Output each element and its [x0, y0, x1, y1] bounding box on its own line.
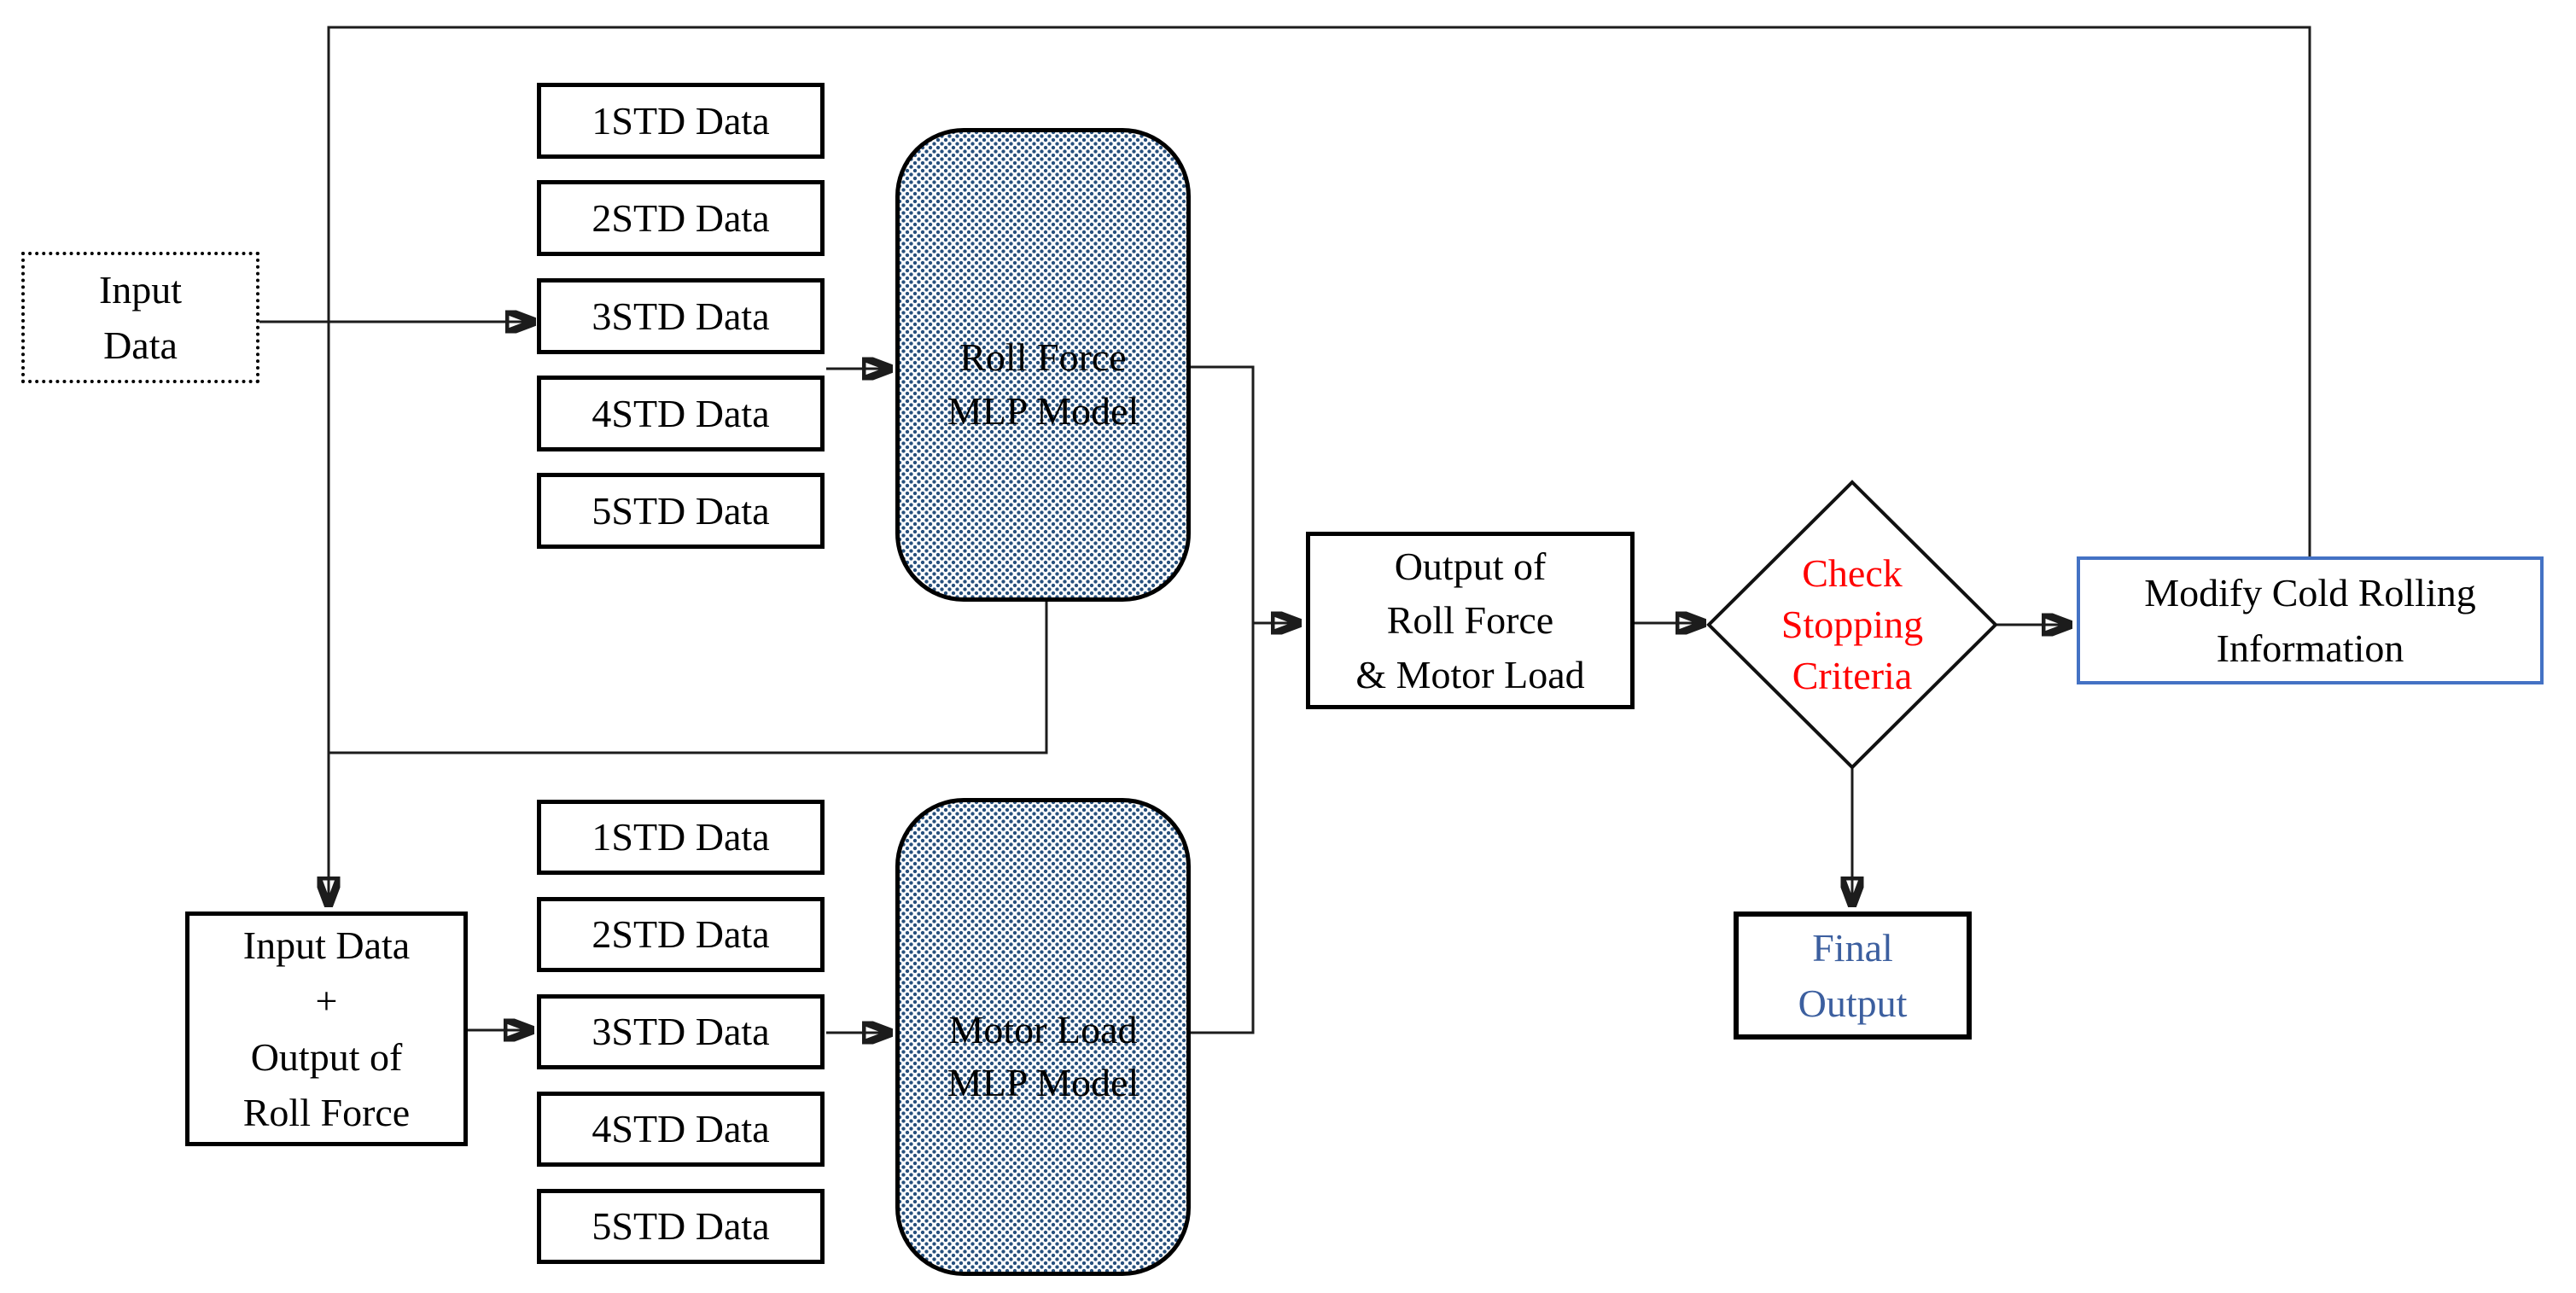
combine-label-line: + [315, 979, 338, 1023]
modify-label-line: Information [2216, 626, 2404, 670]
std-box-lower-1: 1STD Data [537, 800, 825, 875]
edge-rollforce-to-output [1191, 365, 1299, 623]
decision-label-line: Criteria [1792, 653, 1913, 697]
motor-load-model-label-line: Motor Load [948, 1007, 1138, 1051]
output-label-line: Roll Force [1386, 598, 1554, 643]
combine-label-line: Output of [250, 1034, 403, 1079]
motor-load-model-label-line: MLP Model [947, 1061, 1139, 1104]
std-box-label: 2STD Data [592, 912, 770, 957]
output-label-line: & Motor Load [1355, 652, 1585, 696]
decision-label-line: Stopping [1780, 603, 1924, 647]
final-output-label-line: Final [1812, 925, 1893, 970]
std-box-label: 4STD Data [592, 391, 770, 435]
input-data-node: Input Data [21, 252, 259, 383]
edge-modify-feedback-to-combine [329, 26, 2311, 905]
input-data-label-line: Data [103, 323, 178, 367]
std-box-lower-2: 2STD Data [537, 897, 825, 972]
edge-motorload-to-output [1191, 623, 1255, 1034]
decision-label-line: Check [1802, 551, 1903, 596]
combine-label-line: Input Data [242, 923, 411, 967]
roll-force-mlp-model-node: Roll Force MLP Model [895, 128, 1191, 602]
std-box-upper-2: 2STD Data [537, 180, 825, 256]
decision-diamond-shape [1706, 480, 1998, 770]
std-box-upper-1: 1STD Data [537, 83, 825, 159]
check-stopping-criteria-node: Check Stopping Criteria [1741, 546, 1963, 703]
output-label-line: Output of [1394, 544, 1547, 588]
modify-cold-rolling-node: Modify Cold Rolling Information [2077, 556, 2544, 684]
std-box-lower-5: 5STD Data [537, 1189, 825, 1264]
std-box-label: 4STD Data [592, 1107, 770, 1151]
std-box-upper-3: 3STD Data [537, 278, 825, 354]
std-box-label: 3STD Data [592, 1010, 770, 1054]
std-box-label: 2STD Data [592, 195, 770, 240]
final-output-node: Final Output [1734, 912, 1972, 1040]
std-box-label: 5STD Data [592, 1204, 770, 1249]
combine-label-line: Roll Force [242, 1090, 411, 1134]
final-output-label-line: Output [1798, 981, 1908, 1025]
combine-input-rollforce-node: Input Data + Output of Roll Force [185, 912, 468, 1146]
std-box-label: 1STD Data [592, 815, 770, 859]
output-rollforce-motorload-node: Output of Roll Force & Motor Load [1306, 532, 1635, 709]
roll-force-model-label-line: Roll Force [959, 335, 1127, 380]
std-box-label: 5STD Data [592, 488, 770, 533]
std-box-upper-5: 5STD Data [537, 473, 825, 549]
modify-label-line: Modify Cold Rolling [2144, 570, 2476, 614]
roll-force-model-label-line: MLP Model [947, 388, 1139, 433]
input-data-label-line: Input [98, 267, 183, 312]
std-box-label: 1STD Data [592, 98, 770, 143]
std-box-lower-3: 3STD Data [537, 994, 825, 1069]
motor-load-mlp-model-node: Motor Load MLP Model [895, 798, 1191, 1276]
edge-rollforce-bottom-feedback [329, 602, 1048, 754]
std-box-upper-4: 4STD Data [537, 376, 825, 451]
std-box-lower-4: 4STD Data [537, 1092, 825, 1167]
std-box-label: 3STD Data [592, 294, 770, 338]
